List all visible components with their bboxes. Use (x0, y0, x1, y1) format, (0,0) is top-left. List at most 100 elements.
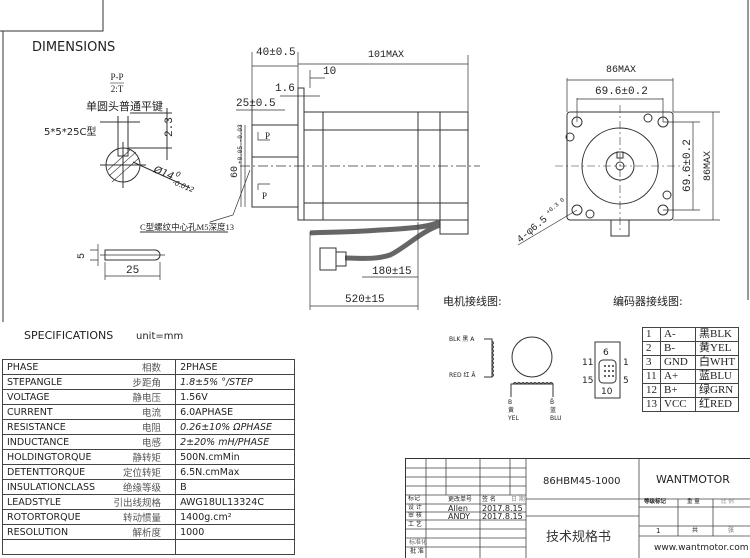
document-type: 技术规格书 (546, 530, 612, 545)
spec-name-cn: 转动惯量 (99, 509, 177, 525)
total-label: 共 (692, 527, 699, 534)
review-label: 审 核 (408, 512, 422, 519)
pin-label-15: 15 (582, 376, 593, 386)
front-69-vertical: 69.6±0.2 (682, 139, 694, 192)
reviewer: ANDY (448, 511, 471, 521)
wire-b-bar-label: B̄ (550, 399, 554, 406)
shaft-tol-upper: 0 (175, 170, 183, 179)
model-number: 86HBM45-1000 (543, 476, 621, 487)
dim-180: 180±15 (372, 266, 412, 278)
key-shape (104, 249, 161, 261)
sheet-label: 张 (728, 527, 735, 534)
pin-color: 白WHT (694, 355, 740, 370)
shaft-diameter-dim: Ø14 (151, 163, 176, 182)
design-label: 设 计 (408, 504, 422, 511)
specifications-unit: unit=mm (136, 331, 183, 342)
spec-name: PHASE (2, 359, 100, 375)
pin-color: 红RED (694, 397, 740, 412)
pin-number: 12 (642, 383, 661, 398)
pin-number: 11 (642, 369, 661, 384)
spec-value: 1400g.cm² (175, 509, 296, 525)
spec-value: 6.0APHASE (175, 404, 296, 420)
spec-name: DETENTTORQUE (2, 464, 100, 480)
spec-row-empty (2, 539, 296, 555)
pin-number: 3 (642, 355, 661, 370)
key-length-dim: 25 (126, 265, 139, 277)
pin-label-6: 6 (603, 348, 609, 358)
flange (297, 87, 305, 221)
spec-value: B (175, 479, 296, 495)
grade-label: 等级标记 (644, 499, 667, 505)
wire-a-bar-label: RED 红 Ā (449, 371, 476, 379)
spec-value: 1000 (175, 524, 296, 540)
key-depth-dim: 2.3 (164, 117, 176, 137)
key-type-label: 单圆头普通平键 (86, 99, 163, 113)
section-label-bottom: 2:T (111, 84, 124, 94)
pin-label-10: 10 (601, 387, 613, 397)
pin-signal: VCC (660, 397, 696, 412)
sheet-number: 1 (656, 527, 661, 535)
spec-name: RESISTANCE (2, 419, 100, 435)
spec-value: AWG18UL13324C (175, 494, 296, 510)
standard-label: 标准化 (409, 539, 428, 546)
review-date: 2017.8.15 (482, 511, 523, 521)
spec-name: HOLDINGTORQUE (2, 449, 100, 465)
scale-label: 比 例 (721, 499, 734, 505)
wire-b-bar-cn: 蓝 (550, 406, 556, 414)
spec-value: 2±20% mH/PHASE (175, 434, 296, 450)
sign-label: 签 名 (482, 496, 496, 503)
wire-b-color: YEL (507, 415, 519, 422)
spec-name-cn: 静转矩 (99, 449, 177, 465)
spec-name: INDUCTANCE (2, 434, 100, 450)
spec-name-cn: 静电压 (99, 389, 177, 405)
pin-signal: B- (660, 341, 696, 356)
pin-color: 黑BLK (694, 327, 740, 342)
db15-plug (319, 247, 337, 271)
section-label-top: P-P (110, 72, 123, 82)
designer: Allen (448, 503, 468, 513)
company-name: WANTMOTOR (656, 473, 730, 486)
wire-a-label: BLK 黑 A (449, 336, 475, 343)
dim-60-tol: +0.05 -0.03 (237, 124, 244, 164)
motor-wiring-title: 电机接线图: (443, 294, 502, 308)
design-date: 2017.8.15 (482, 503, 523, 513)
spec-value: 1.8±5% °/STEP (175, 374, 296, 390)
spec-name: VOLTAGE (2, 389, 100, 405)
db15-connector (594, 341, 621, 399)
spec-name-cn: 绝缘等级 (99, 479, 177, 495)
pin-number: 2 (642, 341, 661, 356)
spec-name: ROTORTORQUE (2, 509, 100, 525)
specifications-title: SPECIFICATIONS (24, 329, 113, 342)
website: www.wantmotor.com (654, 543, 749, 553)
weight-label: 重 量 (687, 499, 700, 505)
center-hole-note: C型螺纹中心孔M5深度13 (140, 222, 234, 232)
pin-color: 黄YEL (694, 341, 740, 356)
dim-10: 10 (323, 66, 336, 78)
process-label: 工 艺 (408, 521, 422, 528)
spec-name: CURRENT (2, 404, 100, 420)
pin-color: 绿GRN (694, 383, 740, 398)
dim-101: 101MAX (368, 50, 404, 61)
dim-520: 520±15 (345, 294, 385, 306)
front-69-horizontal: 69.6±0.2 (595, 86, 648, 98)
wire-b-label: B (508, 399, 512, 406)
pin-signal: B+ (660, 383, 696, 398)
pin-signal: GND (660, 355, 696, 370)
pin-label-11: 11 (582, 358, 593, 368)
spec-name-cn: 电阻 (99, 419, 177, 435)
